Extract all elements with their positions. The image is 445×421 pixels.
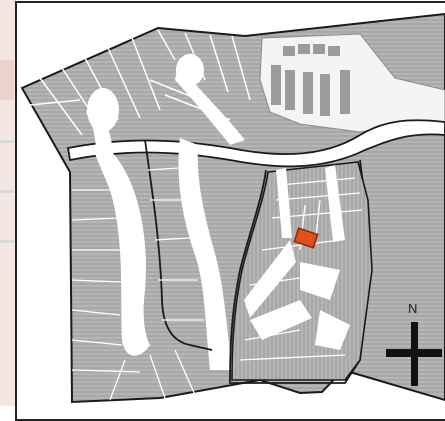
main-road	[66, 119, 445, 168]
selected-lot[interactable]	[293, 227, 319, 249]
west-spur-road	[86, 105, 112, 148]
west-road	[94, 150, 150, 356]
north-arrow-icon	[386, 322, 442, 386]
left-edge-strip	[0, 0, 16, 406]
west-lot-lines	[71, 167, 204, 373]
map-frame	[15, 1, 445, 421]
east-block-roads	[244, 165, 350, 350]
block-outlines	[144, 139, 371, 384]
east-lot-lines	[239, 177, 363, 361]
site-plan-map	[20, 12, 445, 404]
central-road	[178, 138, 232, 370]
south-lot-lines	[109, 349, 196, 401]
north-label: N	[408, 301, 418, 316]
buildings-cluster	[271, 44, 350, 116]
north-spur-road	[175, 65, 245, 145]
